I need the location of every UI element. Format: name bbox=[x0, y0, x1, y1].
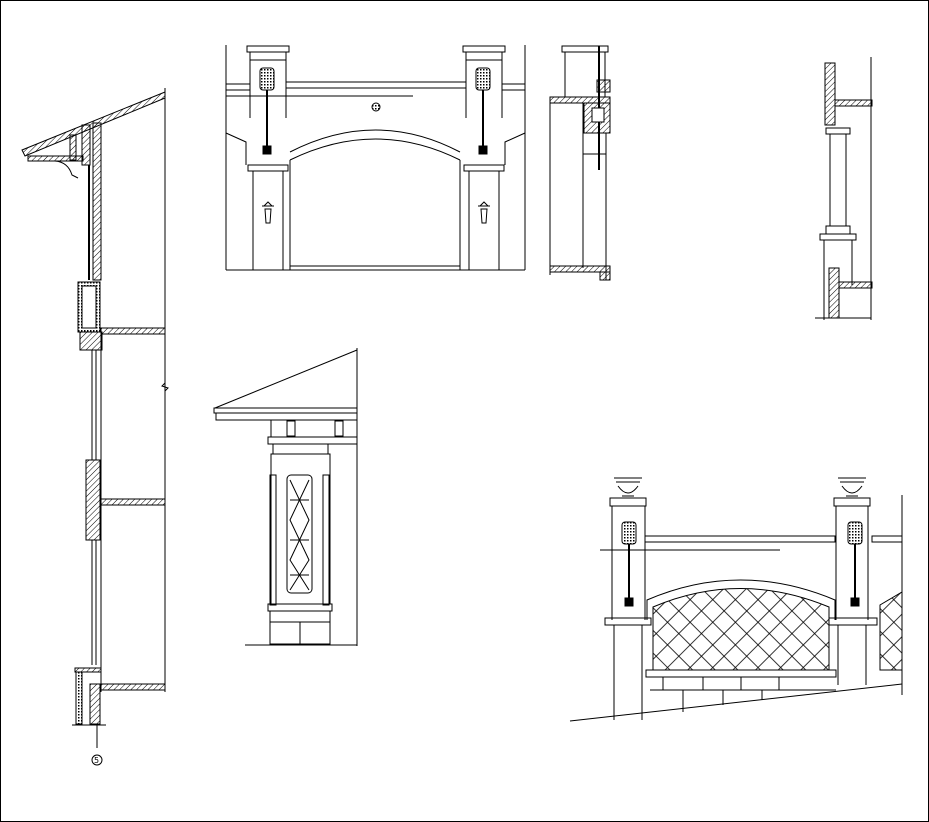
gate-section-view bbox=[549, 45, 611, 281]
svg-text:5: 5 bbox=[94, 756, 99, 765]
pier-elevation-view bbox=[213, 348, 358, 646]
fence-elevation-view bbox=[569, 477, 903, 722]
grid-bubble: 5 bbox=[91, 754, 103, 766]
column-section-view bbox=[815, 57, 873, 320]
wall-section-view bbox=[21, 88, 169, 748]
gate-elevation-view bbox=[225, 45, 526, 271]
